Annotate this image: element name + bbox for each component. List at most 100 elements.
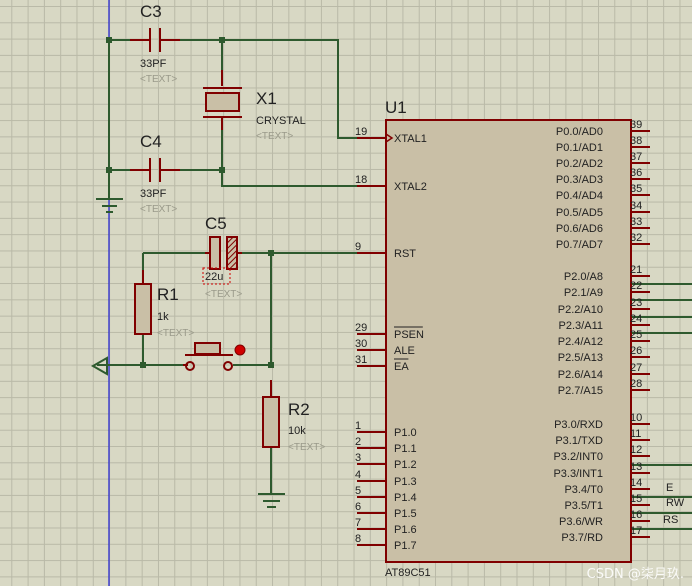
left-pin-name: P1.4: [394, 492, 417, 504]
right-pin-name: P3.6/WR: [559, 516, 603, 528]
left-pin-number: 4: [355, 469, 361, 481]
left-pin-name: P1.3: [394, 476, 417, 488]
left-pin-name: XTAL2: [394, 181, 427, 193]
power-port-arrow[interactable]: [90, 356, 108, 376]
right-pin-name: P3.5/T1: [564, 500, 603, 512]
c5-text-placeholder: <TEXT>: [205, 289, 242, 300]
u1-part: AT89C51: [385, 567, 431, 579]
right-pin-number: 12: [630, 444, 642, 456]
right-pin-name: P2.3/A11: [559, 320, 603, 332]
right-pin-name: P3.2/INT0: [553, 451, 603, 463]
crystal-x1[interactable]: [203, 70, 242, 130]
junctions: [106, 37, 274, 368]
right-pin-number: 17: [630, 525, 642, 537]
left-pin-name: P1.7: [394, 540, 417, 552]
right-pin-number: 36: [630, 167, 642, 179]
right-pin-number: 27: [630, 362, 642, 374]
right-pin-name: P3.0/RXD: [554, 419, 603, 431]
right-pin-number: 23: [630, 297, 642, 309]
left-pin-name: P1.6: [394, 524, 417, 536]
right-pin-number: 14: [630, 477, 642, 489]
left-pin-number: 7: [355, 517, 361, 529]
r2-value: 10k: [288, 425, 306, 437]
left-pin-number: 1: [355, 420, 361, 432]
x1-text-placeholder: <TEXT>: [256, 131, 293, 142]
r1-text-placeholder: <TEXT>: [157, 328, 194, 339]
right-pin-name: P3.7/RD: [561, 532, 603, 544]
right-pin-name: P2.6/A14: [558, 369, 603, 381]
right-pin-name: P2.4/A12: [558, 336, 603, 348]
right-pin-number: 39: [630, 119, 642, 131]
reset-pushbutton[interactable]: [183, 342, 246, 371]
left-pin-number: 2: [355, 436, 361, 448]
left-pin-number: 29: [355, 322, 367, 334]
right-pin-name: P0.3/AD3: [556, 174, 603, 186]
right-pin-number: 34: [630, 200, 642, 212]
pin-labels: 19XTAL118XTAL29RST29PSEN30ALE31EA1P1.02P…: [355, 119, 642, 552]
c3-label: C3: [140, 2, 162, 21]
left-pin-lines: [357, 137, 386, 546]
left-pin-name: RST: [394, 248, 416, 260]
watermark: CSDN @柒月玖.: [586, 567, 684, 582]
right-pin-name: P2.7/A15: [558, 385, 603, 397]
right-pin-name: P2.0/A8: [564, 271, 603, 283]
left-pin-number: 6: [355, 501, 361, 513]
c3-value: 33PF: [140, 58, 167, 70]
right-pin-name: P0.4/AD4: [556, 190, 603, 202]
left-pin-name: P1.1: [394, 443, 417, 455]
right-pin-number: 25: [630, 329, 642, 341]
mcu-body[interactable]: [385, 119, 632, 563]
right-pin-number: 21: [630, 264, 642, 276]
right-pin-lines: [631, 130, 650, 538]
right-pin-name: P0.0/AD0: [556, 126, 603, 138]
right-pin-name: P3.4/T0: [564, 484, 603, 496]
r2-label: R2: [288, 400, 310, 419]
net-rs-label: RS: [663, 514, 678, 526]
capacitor-c4[interactable]: [130, 158, 180, 182]
c5-label: C5: [205, 214, 227, 233]
net-rw-label: RW: [666, 497, 685, 509]
left-pin-name: P1.2: [394, 459, 417, 471]
x1-label: X1: [256, 89, 277, 108]
left-pin-name: EA: [394, 361, 409, 373]
u1-label: U1: [385, 98, 407, 117]
c5-value: 22u: [205, 271, 223, 283]
right-pin-number: 10: [630, 412, 642, 424]
right-pin-number: 22: [630, 280, 642, 292]
left-pin-number: 19: [355, 126, 367, 138]
r2-text-placeholder: <TEXT>: [288, 442, 325, 453]
r1-label: R1: [157, 285, 179, 304]
right-pin-number: 32: [630, 232, 642, 244]
left-pin-name: PSEN: [394, 329, 424, 341]
right-pin-name: P3.3/INT1: [553, 468, 603, 480]
left-pin-number: 31: [355, 354, 367, 366]
right-pin-name: P0.1/AD1: [556, 142, 603, 154]
right-pin-name: P2.2/A10: [558, 304, 603, 316]
right-pin-name: P2.1/A9: [564, 287, 603, 299]
resistor-r2[interactable]: [262, 380, 280, 448]
right-pin-number: 28: [630, 378, 642, 390]
left-pin-number: 9: [355, 241, 361, 253]
capacitor-c3[interactable]: [130, 28, 180, 52]
right-pin-number: 13: [630, 461, 642, 473]
left-pin-number: 30: [355, 338, 367, 350]
left-pin-name: P1.0: [394, 427, 417, 439]
right-pin-number: 37: [630, 151, 642, 163]
clock-pin-marker: [385, 133, 394, 143]
right-pin-name: P0.6/AD6: [556, 223, 603, 235]
left-pin-number: 18: [355, 174, 367, 186]
capacitor-c5[interactable]: [202, 236, 242, 285]
right-pin-number: 15: [630, 493, 642, 505]
x1-value: CRYSTAL: [256, 115, 306, 127]
c4-label: C4: [140, 132, 162, 151]
right-pin-name: P0.5/AD5: [556, 207, 603, 219]
left-pin-number: 8: [355, 533, 361, 545]
right-pin-number: 11: [630, 428, 641, 440]
resistor-r1[interactable]: [134, 270, 152, 335]
right-pin-number: 33: [630, 216, 642, 228]
right-pin-name: P3.1/TXD: [555, 435, 603, 447]
right-pin-number: 35: [630, 183, 642, 195]
right-pin-number: 38: [630, 135, 642, 147]
